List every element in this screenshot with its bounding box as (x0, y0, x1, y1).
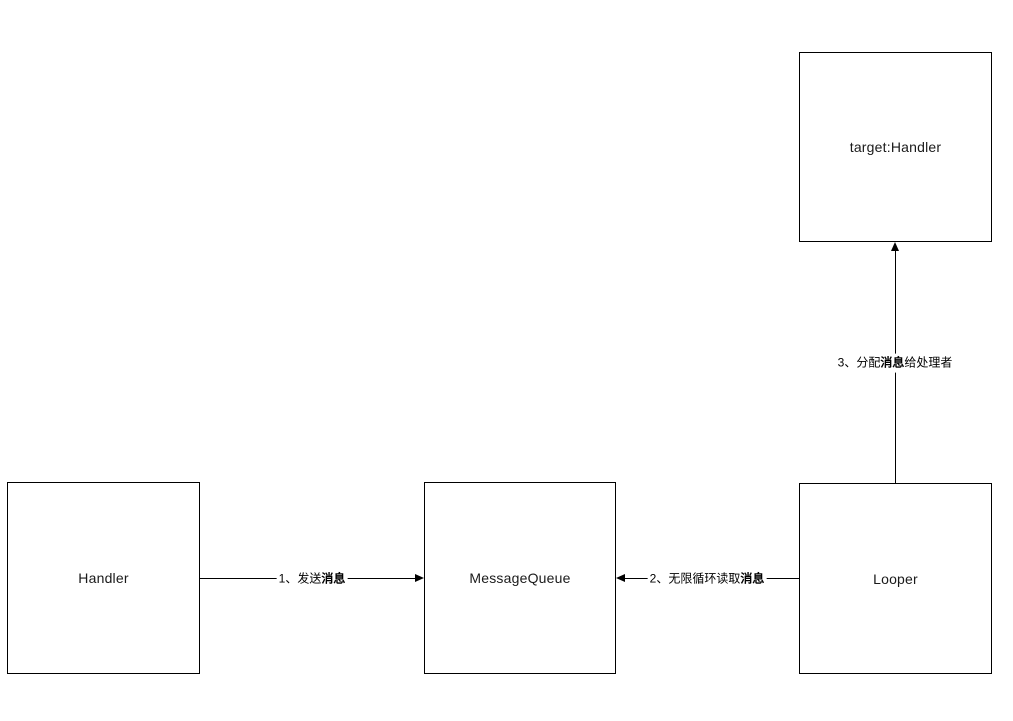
edge-2-label-bold: 消息 (740, 571, 765, 586)
node-messagequeue: MessageQueue (424, 482, 616, 674)
edge-3-label-bold: 消息 (880, 355, 905, 370)
arrow-right-icon (415, 574, 424, 582)
edge-2-label: 2、无限循环读取消息 (647, 569, 767, 589)
node-messagequeue-label: MessageQueue (469, 570, 571, 586)
edge-3-label-prefix: 3、分配 (837, 355, 881, 370)
node-target-handler: target:Handler (799, 52, 992, 242)
node-handler: Handler (7, 482, 200, 674)
node-looper: Looper (799, 483, 992, 674)
edge-3-label-suffix: 给处理者 (904, 355, 953, 370)
edge-3-label: 3、分配消息给处理者 (835, 353, 955, 373)
node-looper-label: Looper (873, 570, 918, 587)
node-handler-label: Handler (78, 570, 129, 586)
edge-1-label: 1、发送消息 (276, 569, 348, 589)
edge-1-label-bold: 消息 (321, 571, 346, 586)
arrow-up-icon (891, 242, 899, 251)
edge-1-label-prefix: 1、发送 (278, 571, 322, 586)
edge-2-label-prefix: 2、无限循环读取 (649, 571, 741, 586)
arrow-left-icon (616, 574, 625, 582)
node-target-handler-label: target:Handler (849, 139, 942, 155)
